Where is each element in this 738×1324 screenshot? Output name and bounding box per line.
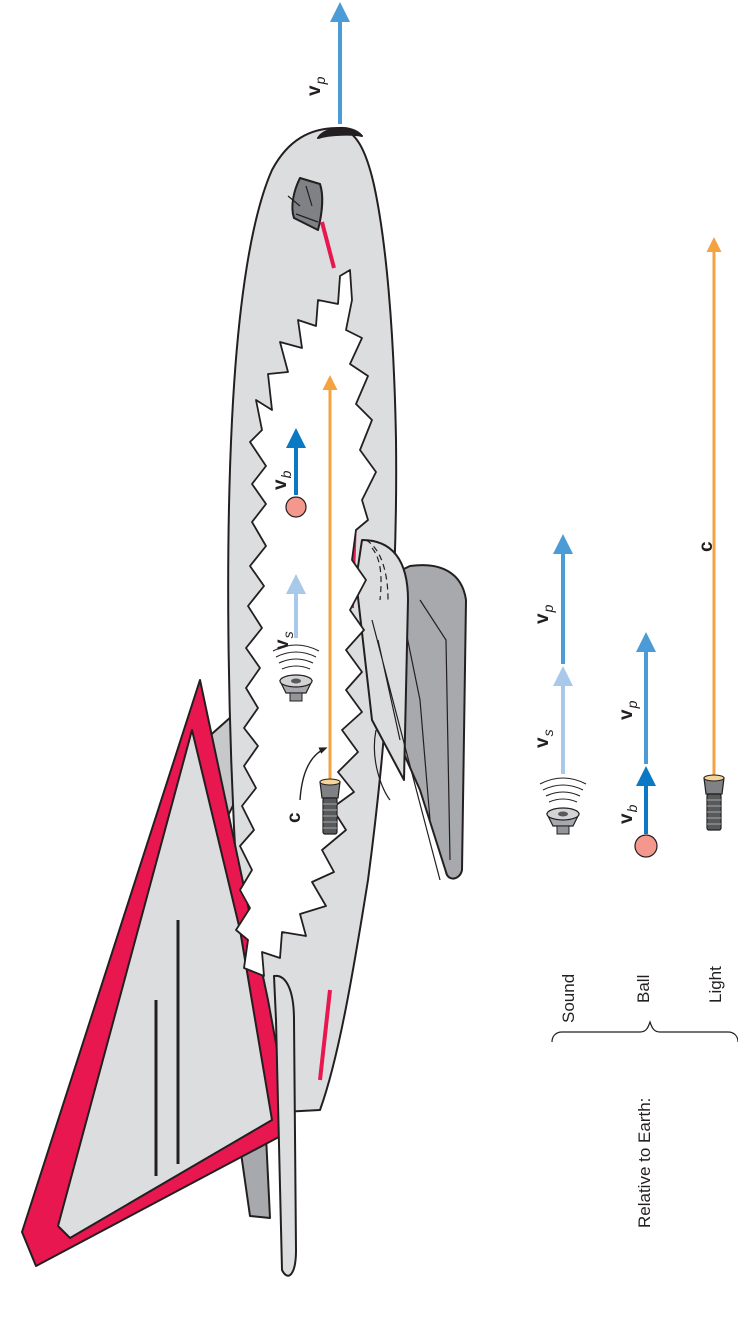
legend-brace — [552, 1022, 738, 1042]
svg-text:Relative to Earth:: Relative to Earth: — [635, 1098, 654, 1228]
svg-text:vs: vs — [532, 729, 556, 748]
flashlight-icon — [704, 775, 724, 830]
ball-row-label: Ball — [634, 975, 653, 1003]
svg-text:Sound: Sound — [559, 974, 578, 1023]
flashlight-icon — [320, 779, 340, 834]
svg-text:Light: Light — [706, 966, 725, 1003]
svg-text:vb: vb — [616, 804, 640, 824]
svg-text:vp: vp — [532, 604, 556, 624]
c-label-inside: c — [284, 812, 305, 823]
svg-text:c: c — [284, 812, 305, 823]
svg-text:c: c — [696, 541, 717, 552]
plane-velocity-label: vp — [304, 76, 328, 96]
ball-icon — [635, 835, 657, 857]
relative-to-earth-label: Relative to Earth: — [635, 1098, 654, 1228]
svg-text:vp: vp — [616, 700, 640, 720]
sound-earth-vs-label: vs — [532, 729, 556, 748]
speaker-icon — [540, 778, 586, 834]
c-label-top: c — [696, 541, 717, 552]
sound-earth-vp-label: vp — [532, 604, 556, 624]
sound-row-label: Sound — [559, 974, 578, 1023]
light-row-label: Light — [706, 966, 725, 1003]
svg-text:vp: vp — [304, 76, 328, 96]
ball-earth-vp-label: vp — [616, 700, 640, 720]
airplane-illustration — [22, 128, 466, 1276]
ball-earth-vb-label: vb — [616, 804, 640, 824]
ball-icon — [286, 497, 306, 517]
svg-text:Ball: Ball — [634, 975, 653, 1003]
